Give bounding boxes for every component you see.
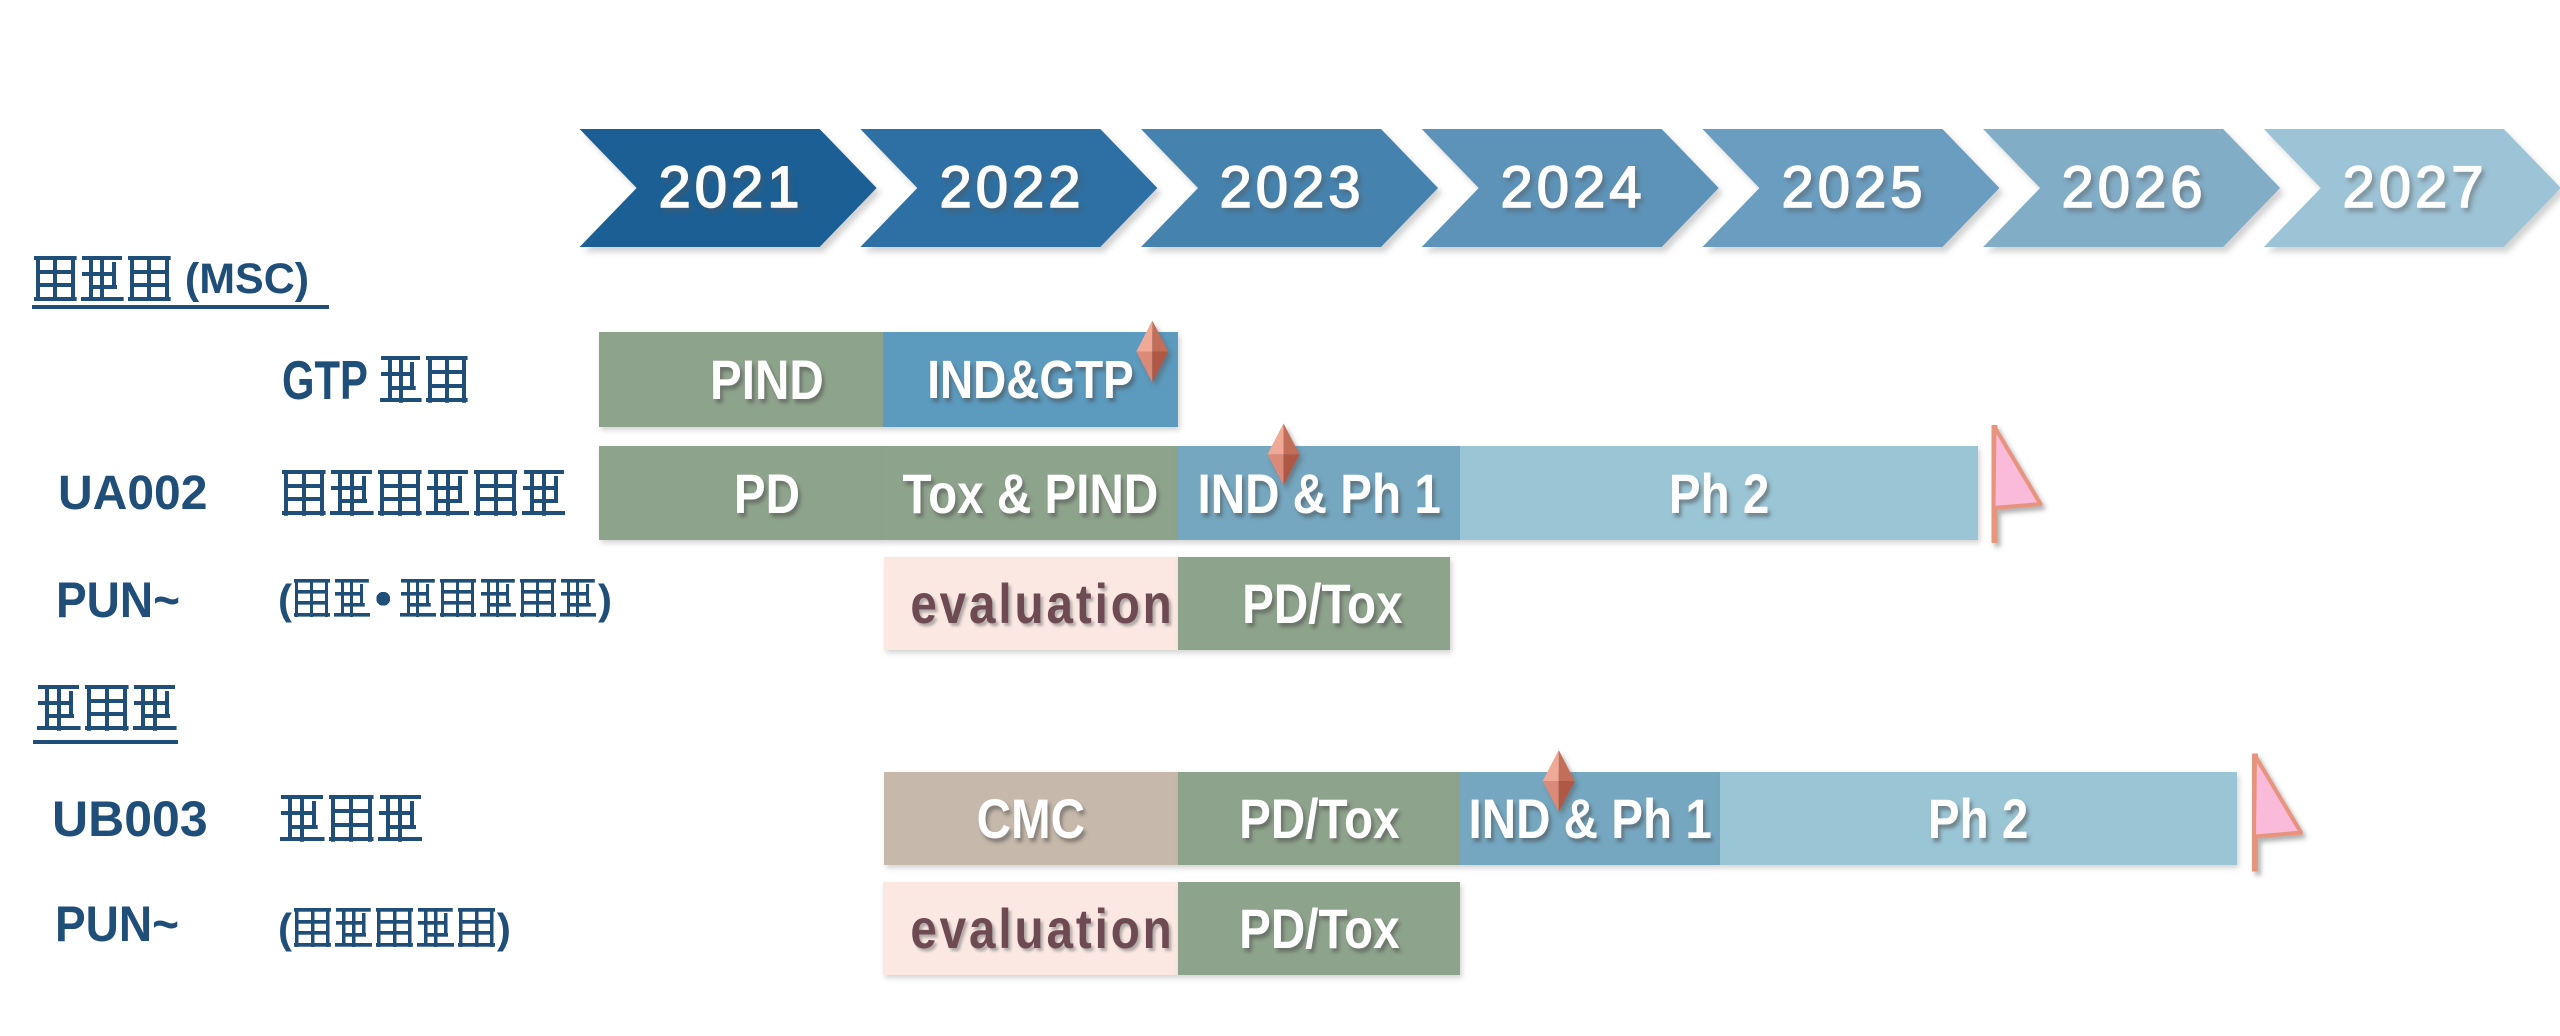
svg-text:2021: 2021 [658, 155, 803, 220]
svg-text:2026: 2026 [2061, 155, 2206, 220]
svg-text:2025: 2025 [1781, 155, 1926, 220]
svg-text:2024: 2024 [1500, 155, 1645, 220]
svg-text:2022: 2022 [939, 155, 1084, 220]
svg-text:2027: 2027 [2342, 155, 2487, 220]
svg-text:2023: 2023 [1219, 155, 1364, 220]
